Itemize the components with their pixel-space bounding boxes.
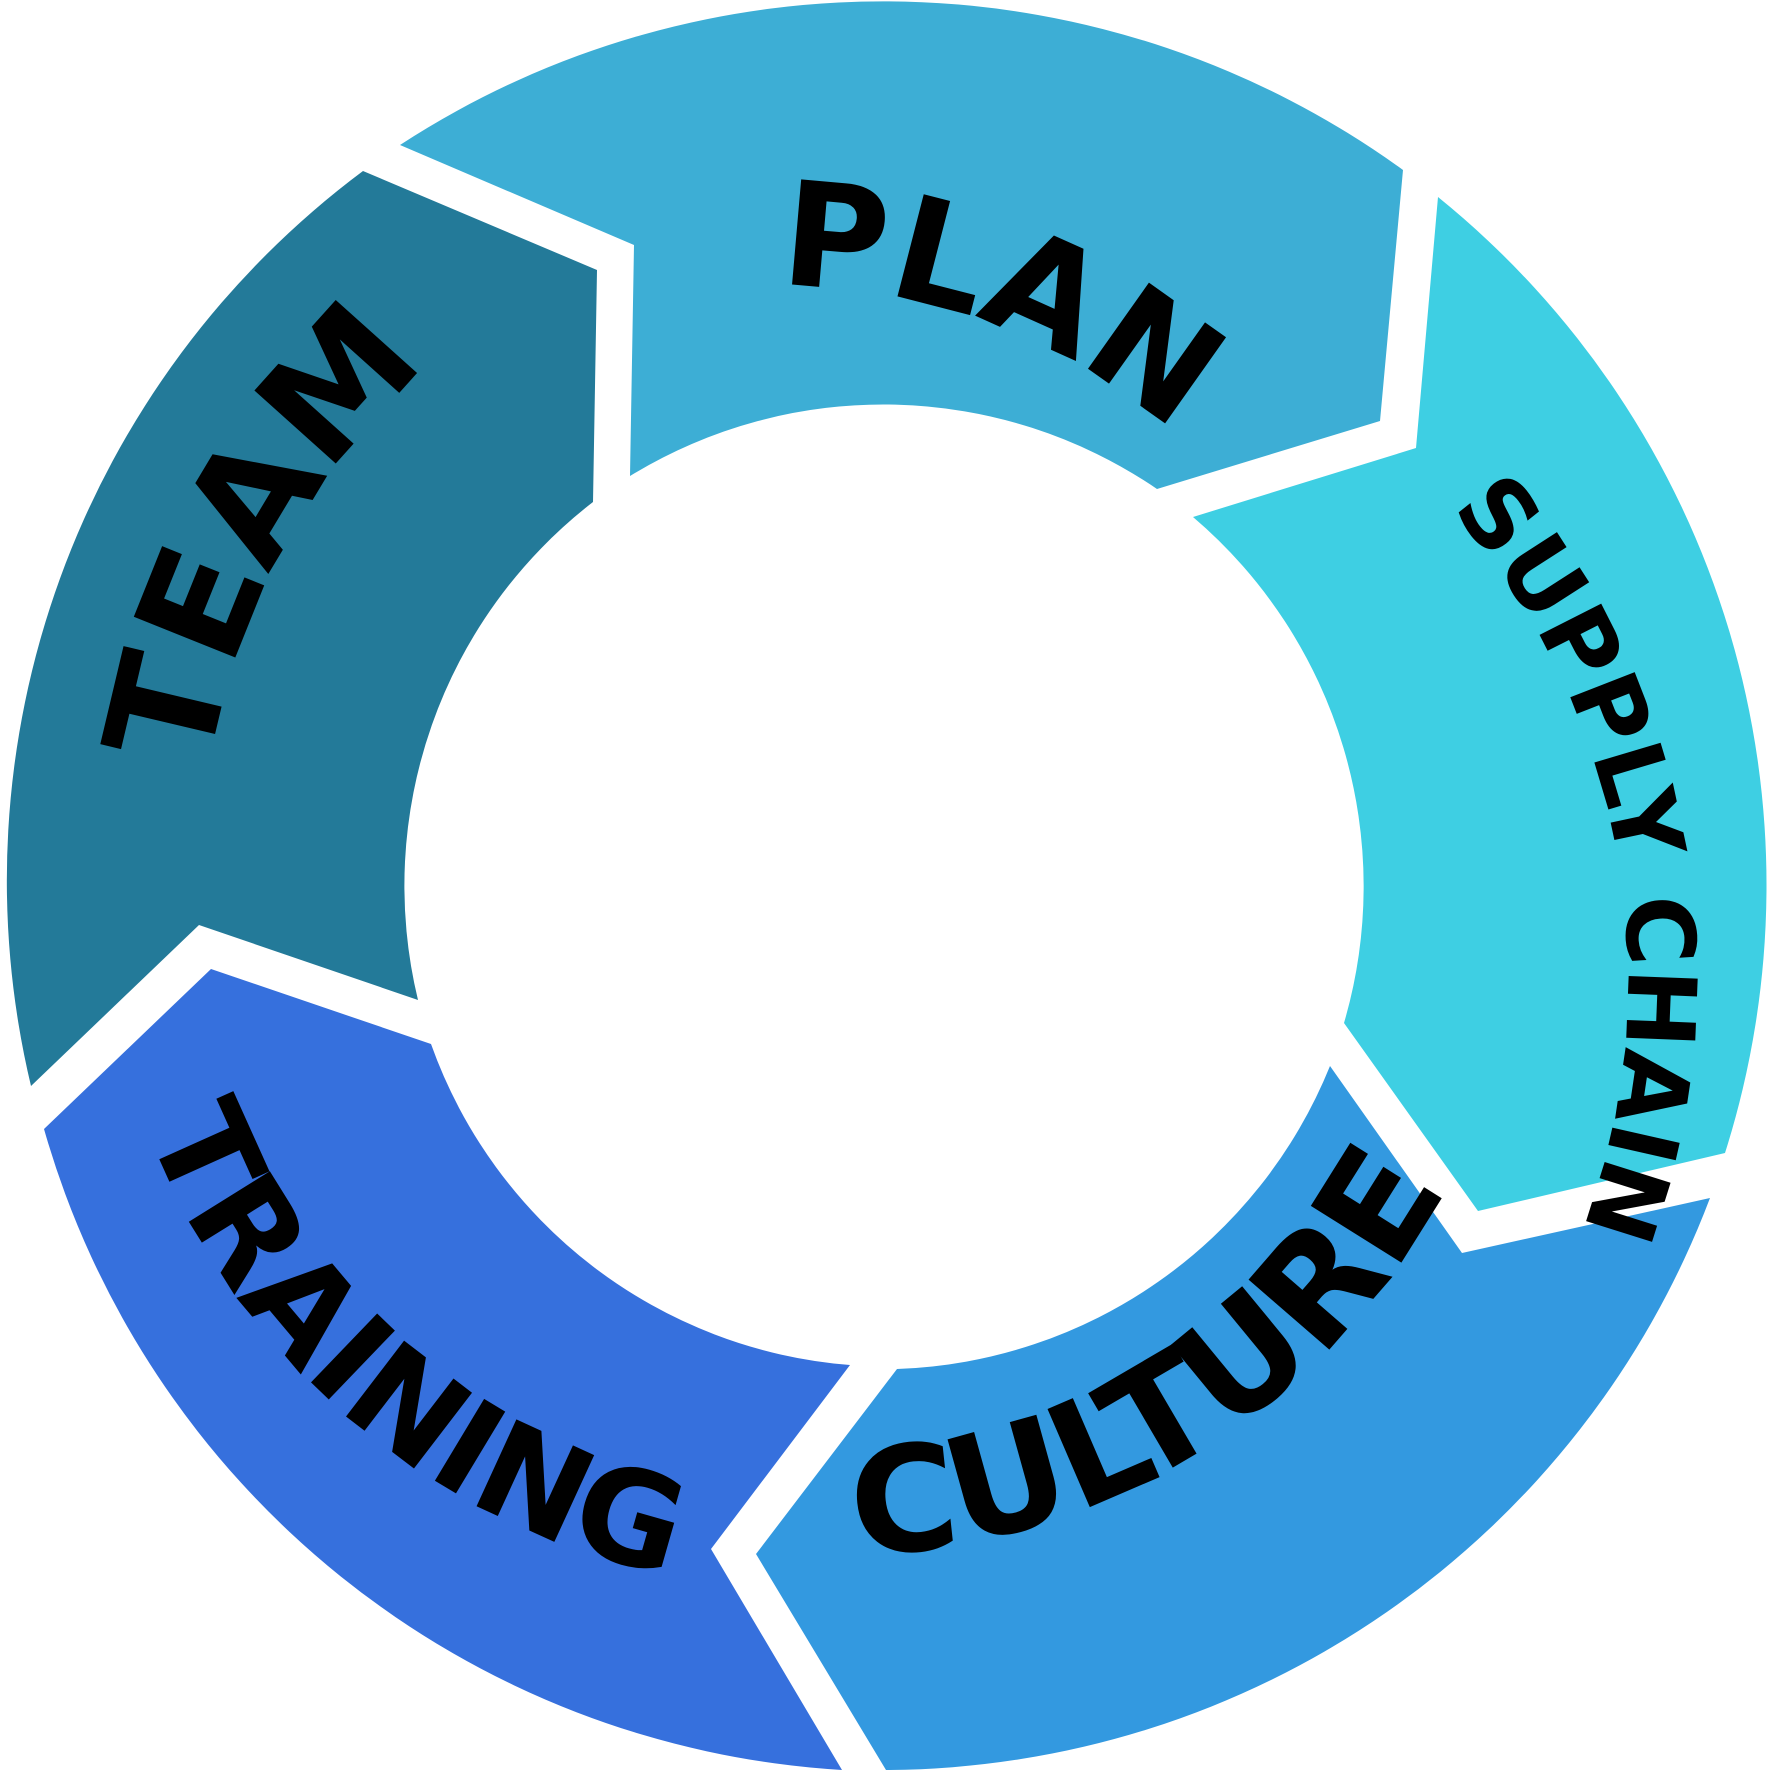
segment-team <box>6 171 597 1086</box>
segment-culture <box>756 1066 1710 1770</box>
segment-plan <box>400 1 1403 490</box>
segment-training <box>44 969 850 1770</box>
segment-supply-chain <box>1193 197 1767 1211</box>
